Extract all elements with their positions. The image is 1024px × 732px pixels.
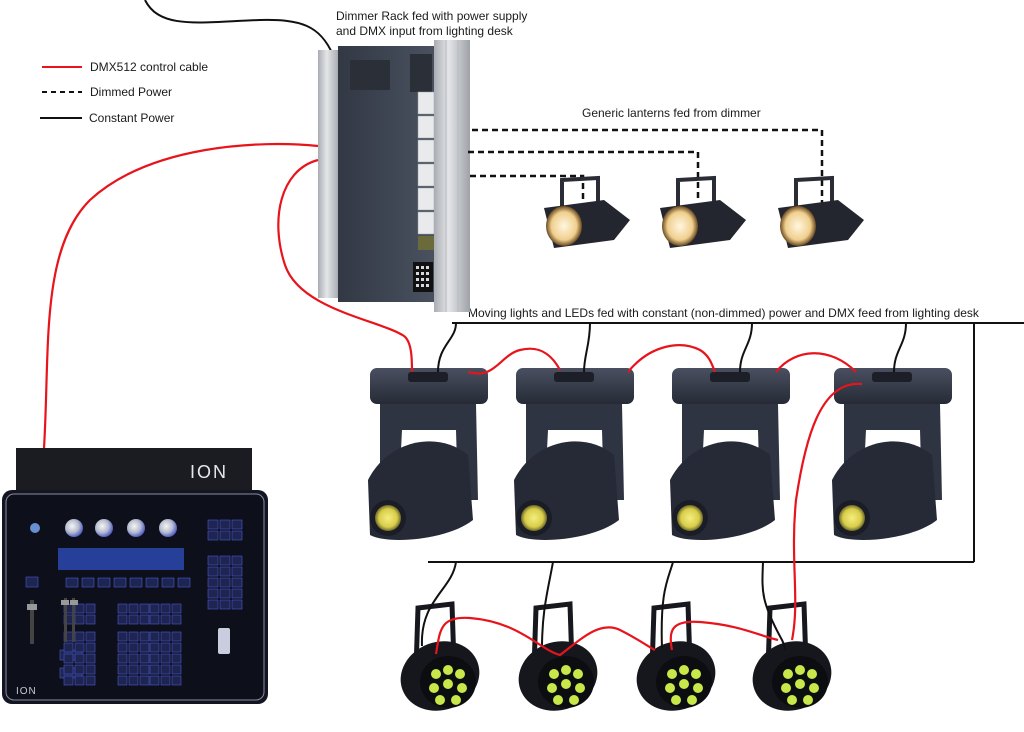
console-key [160, 653, 171, 664]
console-key [74, 642, 85, 653]
constant-power-bus [428, 322, 1024, 563]
console-key [149, 631, 160, 642]
console-key [117, 631, 128, 642]
generic-lantern [544, 175, 630, 248]
console-key [171, 603, 182, 614]
console-key [117, 653, 128, 664]
generic-lantern [778, 175, 864, 248]
console-key [85, 653, 96, 664]
console-brand-top: ION [190, 462, 228, 482]
console-key [139, 664, 150, 675]
console-key [149, 603, 160, 614]
moving-light [368, 368, 488, 540]
console-key [171, 664, 182, 675]
console-key [117, 603, 128, 614]
dimmed-power-cables [468, 128, 824, 210]
ion-console: ION ION [2, 448, 268, 704]
console-key [85, 642, 96, 653]
console-key [139, 631, 150, 642]
console-key [63, 642, 74, 653]
console-key [149, 642, 160, 653]
generic-lanterns-caption: Generic lanterns fed from dimmer [582, 106, 761, 120]
constant-power-drops [420, 322, 907, 651]
console-key [160, 614, 171, 625]
console-key [160, 675, 171, 686]
console-key [85, 614, 96, 625]
led-par [400, 601, 480, 711]
console-key [128, 675, 139, 686]
console-key [160, 664, 171, 675]
console-key [128, 664, 139, 675]
console-key [74, 603, 85, 614]
console-key [171, 675, 182, 686]
led-par [518, 601, 598, 711]
moving-light [514, 368, 634, 540]
console-key [160, 603, 171, 614]
console-key [139, 642, 150, 653]
legend-label-dimmed: Dimmed Power [90, 85, 173, 99]
led-par [636, 601, 716, 711]
console-key [117, 642, 128, 653]
moving-light [670, 368, 790, 540]
console-key [74, 664, 85, 675]
console-key [128, 631, 139, 642]
dmx-cables [42, 142, 863, 657]
legend-label-constant: Constant Power [89, 111, 175, 125]
console-key [85, 664, 96, 675]
console-key [128, 603, 139, 614]
console-key [63, 653, 74, 664]
console-key [85, 631, 96, 642]
console-key [74, 631, 85, 642]
console-key [171, 653, 182, 664]
console-key [117, 675, 128, 686]
generic-lantern [660, 175, 746, 248]
supply-power-cable [144, 0, 334, 56]
console-key [171, 631, 182, 642]
dimmer-rack-caption-line1: Dimmer Rack fed with power supply [336, 9, 528, 23]
console-key [128, 653, 139, 664]
console-key [149, 664, 160, 675]
console-key [85, 675, 96, 686]
console-key [74, 614, 85, 625]
console-key [139, 614, 150, 625]
console-key [149, 653, 160, 664]
dimmer-rack-caption-line2: and DMX input from lighting desk [336, 24, 513, 38]
console-key [139, 603, 150, 614]
led-par [752, 601, 832, 711]
console-key [85, 603, 96, 614]
console-key [74, 653, 85, 664]
console-key [128, 614, 139, 625]
console-display [58, 548, 184, 570]
console-key [117, 614, 128, 625]
moving-light [832, 368, 952, 540]
encoder-knobs [30, 519, 177, 537]
console-key [171, 614, 182, 625]
moving-lights-caption: Moving lights and LEDs fed with constant… [468, 306, 979, 320]
console-key [149, 675, 160, 686]
console-brand-bottom: ION [16, 686, 37, 697]
console-key [139, 675, 150, 686]
console-key [63, 675, 74, 686]
console-key [160, 642, 171, 653]
console-key [117, 664, 128, 675]
dimmer-rack [318, 40, 470, 312]
console-key [74, 675, 85, 686]
console-key [128, 642, 139, 653]
console-key [171, 642, 182, 653]
console-key [160, 631, 171, 642]
console-key [139, 653, 150, 664]
console-key [63, 664, 74, 675]
legend-label-dmx: DMX512 control cable [90, 60, 209, 74]
console-key [149, 614, 160, 625]
